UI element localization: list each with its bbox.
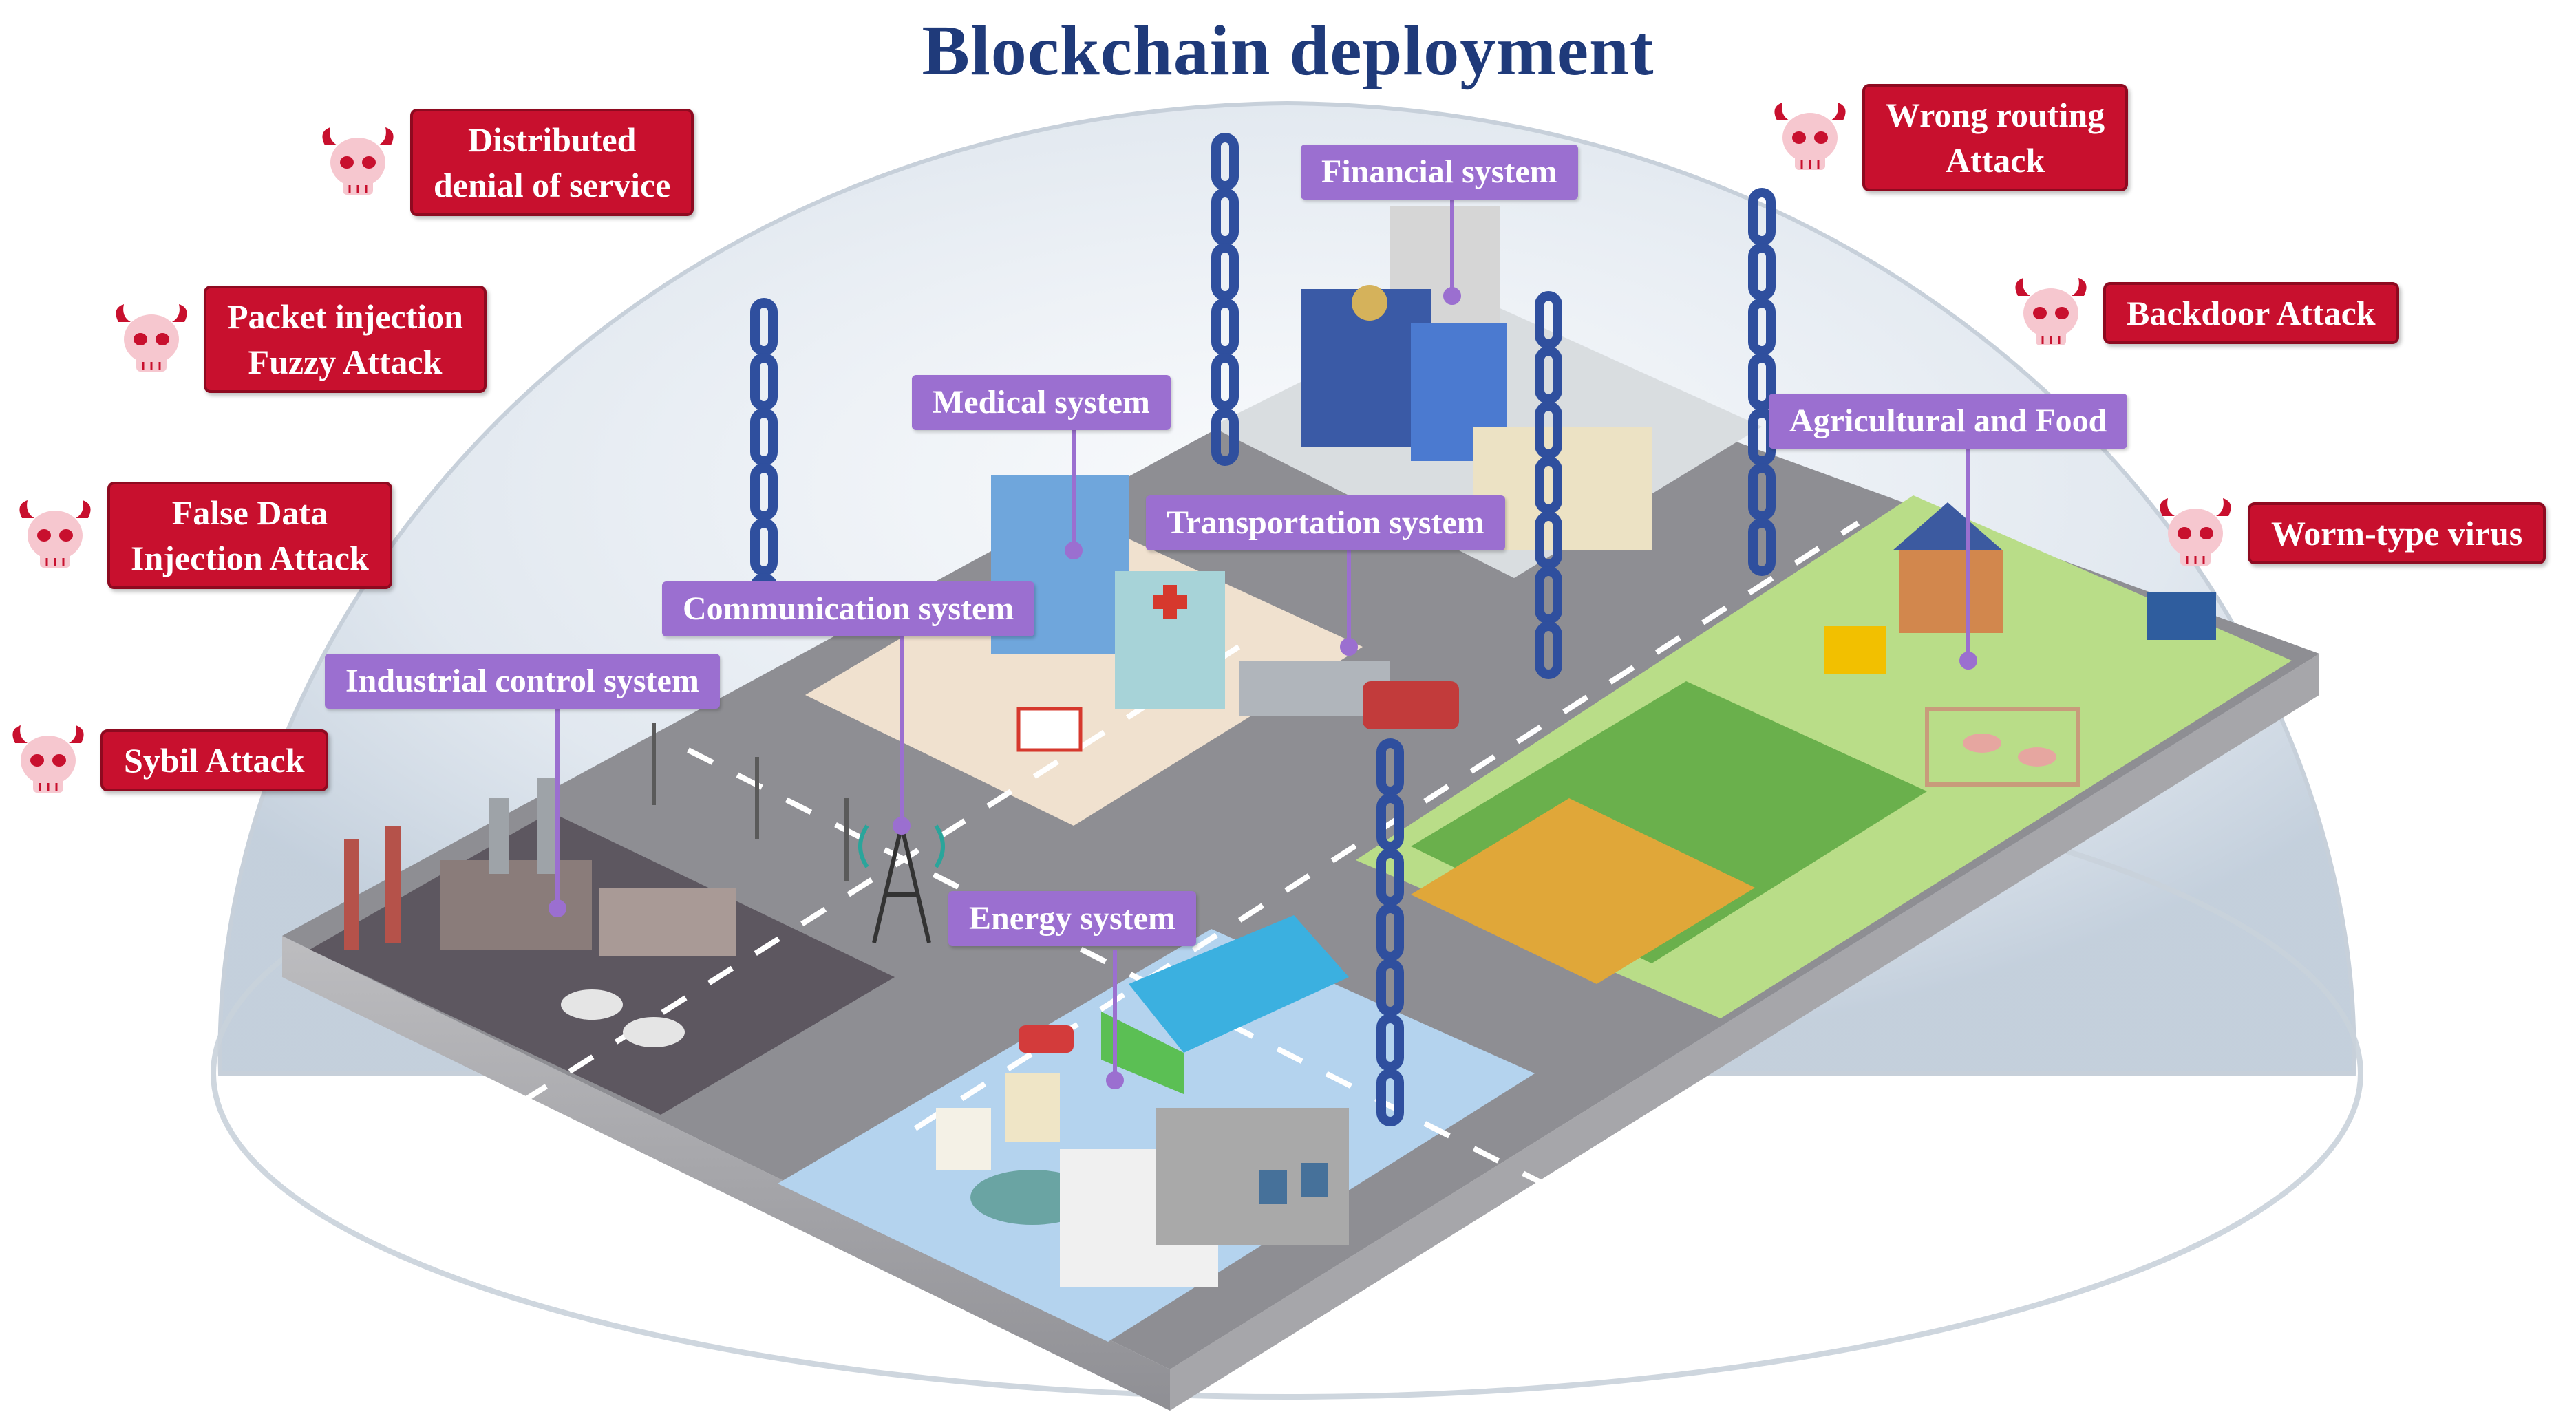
attack-wrong-routing: Wrong routing Attack: [1769, 84, 2129, 191]
attack-label-line: Distributed: [467, 120, 637, 159]
attack-sybil: Sybil Attack: [7, 723, 328, 798]
attack-worm: Worm-type virus: [2154, 495, 2546, 571]
system-label-industrial: Industrial control system: [325, 654, 720, 709]
attack-label-box: Distributed denial of service: [410, 109, 694, 216]
attack-label-line: Worm-type virus: [2271, 514, 2523, 553]
attack-label-line: Backdoor Attack: [2127, 294, 2376, 332]
industrial-buildings: [344, 778, 736, 1047]
devil-skull-icon: [2160, 498, 2231, 566]
energy-facilities: [936, 915, 1349, 1287]
attack-label-line: Packet injection: [227, 297, 463, 336]
attack-label-line: Sybil Attack: [124, 741, 305, 780]
attack-label-box: Sybil Attack: [100, 729, 328, 791]
devil-skull-icon: [116, 304, 187, 372]
system-label-energy: Energy system: [948, 891, 1196, 946]
diagram-title: Blockchain deployment: [922, 11, 1654, 90]
label-pointers: [549, 200, 1977, 1089]
platform-right-side: [1170, 654, 2319, 1411]
attack-backdoor: Backdoor Attack: [2010, 275, 2399, 351]
attack-label-line: False Data: [171, 493, 328, 532]
devil-skull-icon: [1774, 103, 1846, 170]
devil-skull-icon: [12, 725, 84, 793]
farm-elements: [1411, 502, 2216, 984]
devil-skull-icon: [19, 500, 91, 568]
chain-link-group-2: [1211, 133, 1239, 466]
attack-label-line: denial of service: [434, 166, 671, 204]
system-label-financial: Financial system: [1301, 145, 1578, 200]
attack-packet-injection: Packet injection Fuzzy Attack: [110, 286, 487, 393]
communication-tower-icon: [858, 824, 945, 943]
system-label-medical: Medical system: [912, 375, 1171, 430]
platform-left-side: [282, 936, 1170, 1411]
system-label-transportation: Transportation system: [1146, 495, 1505, 550]
chain-link-group-5: [1376, 738, 1404, 1126]
attack-label-box: Backdoor Attack: [2103, 282, 2399, 344]
attack-false-data: False Data Injection Attack: [14, 482, 392, 589]
devil-skull-icon: [2015, 278, 2087, 345]
attack-label-box: False Data Injection Attack: [107, 482, 392, 589]
wind-turbines: [652, 723, 849, 881]
attack-label-line: Fuzzy Attack: [248, 343, 443, 381]
attack-label-line: Attack: [1945, 141, 2045, 180]
transportation-elements: [1019, 661, 1459, 1053]
system-label-communication: Communication system: [662, 581, 1035, 636]
attack-label-line: Injection Attack: [131, 539, 369, 577]
attack-label-box: Packet injection Fuzzy Attack: [204, 286, 487, 393]
attack-label-line: Wrong routing: [1886, 96, 2105, 134]
chain-link-group-3: [1535, 291, 1562, 679]
attack-label-box: Wrong routing Attack: [1862, 84, 2129, 191]
attack-ddos: Distributed denial of service: [317, 109, 694, 216]
system-label-agricultural: Agricultural and Food: [1769, 394, 2128, 449]
devil-skull-icon: [322, 127, 394, 195]
attack-label-box: Worm-type virus: [2248, 502, 2546, 564]
road-markings: [521, 520, 1860, 1241]
